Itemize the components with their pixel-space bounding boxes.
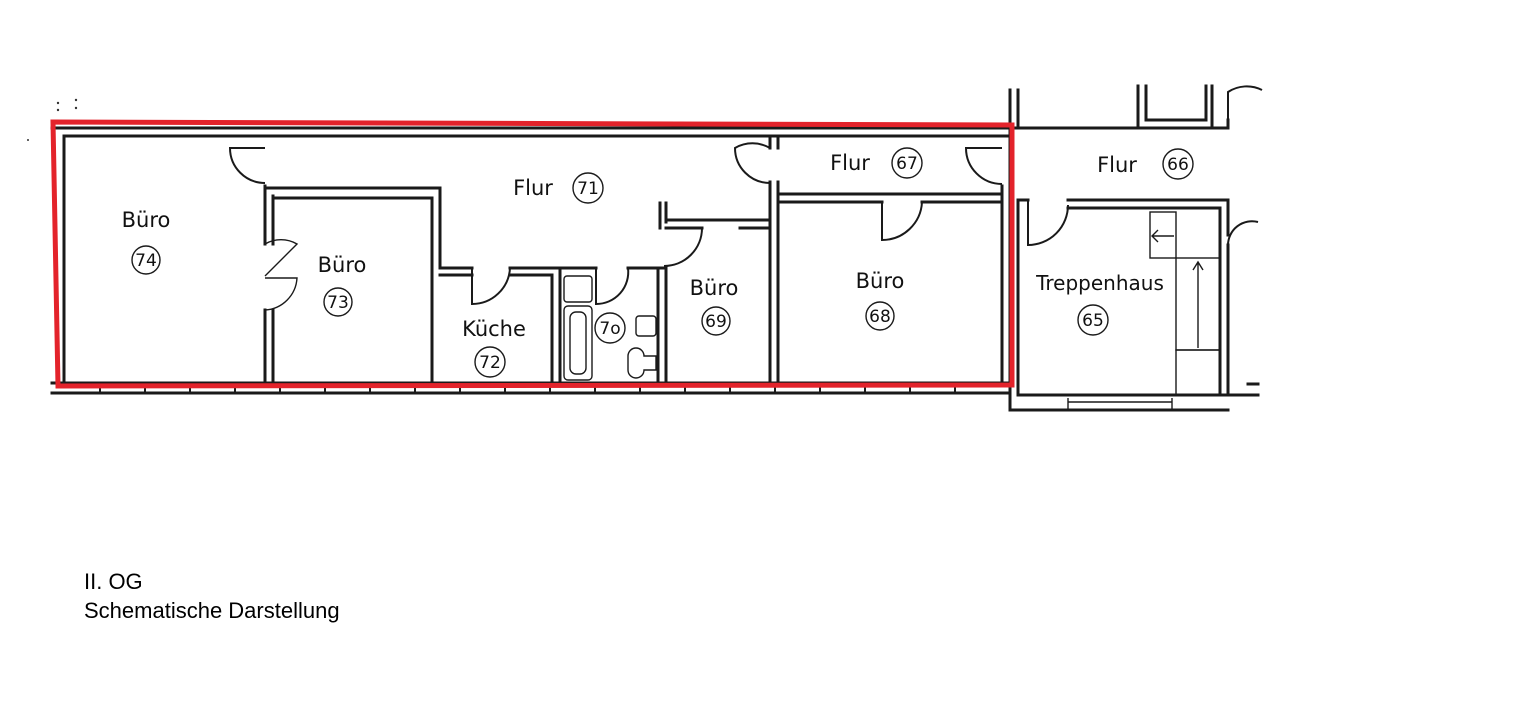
room-68-label: Büro [856,269,905,293]
room-70-number: 7o [599,319,620,339]
floor-subtitle: Schematische Darstellung [84,598,340,623]
room-66-label: Flur [1097,153,1137,177]
room-74-label: Büro [122,208,171,232]
room-65-number: 65 [1082,311,1104,331]
room-67-label: Flur [830,151,870,175]
fixtures [563,211,1221,410]
highlight-outline [50,119,1015,389]
room-72-label: Küche [462,317,526,341]
floor-title: II. OG [84,569,143,594]
room-73-label: Büro [318,253,367,277]
room-74-number: 74 [135,251,157,271]
room-68-number: 68 [869,307,891,327]
room-71-label: Flur [513,176,553,200]
room-69-label: Büro [690,276,739,300]
scan-marks [27,98,78,141]
room-69-number: 69 [705,312,727,332]
walls [50,84,1260,412]
room-67-number: 67 [896,154,918,174]
room-65-label: Treppenhaus [1035,271,1164,295]
room-71-number: 71 [577,179,599,199]
room-66-number: 66 [1167,155,1189,175]
room-73-number: 73 [327,293,349,313]
room-72-number: 72 [479,353,501,373]
doors [228,85,1263,311]
room-labels: Büro 74 Büro 73 Flur 71 Küche 72 7o Büro… [122,147,1194,378]
